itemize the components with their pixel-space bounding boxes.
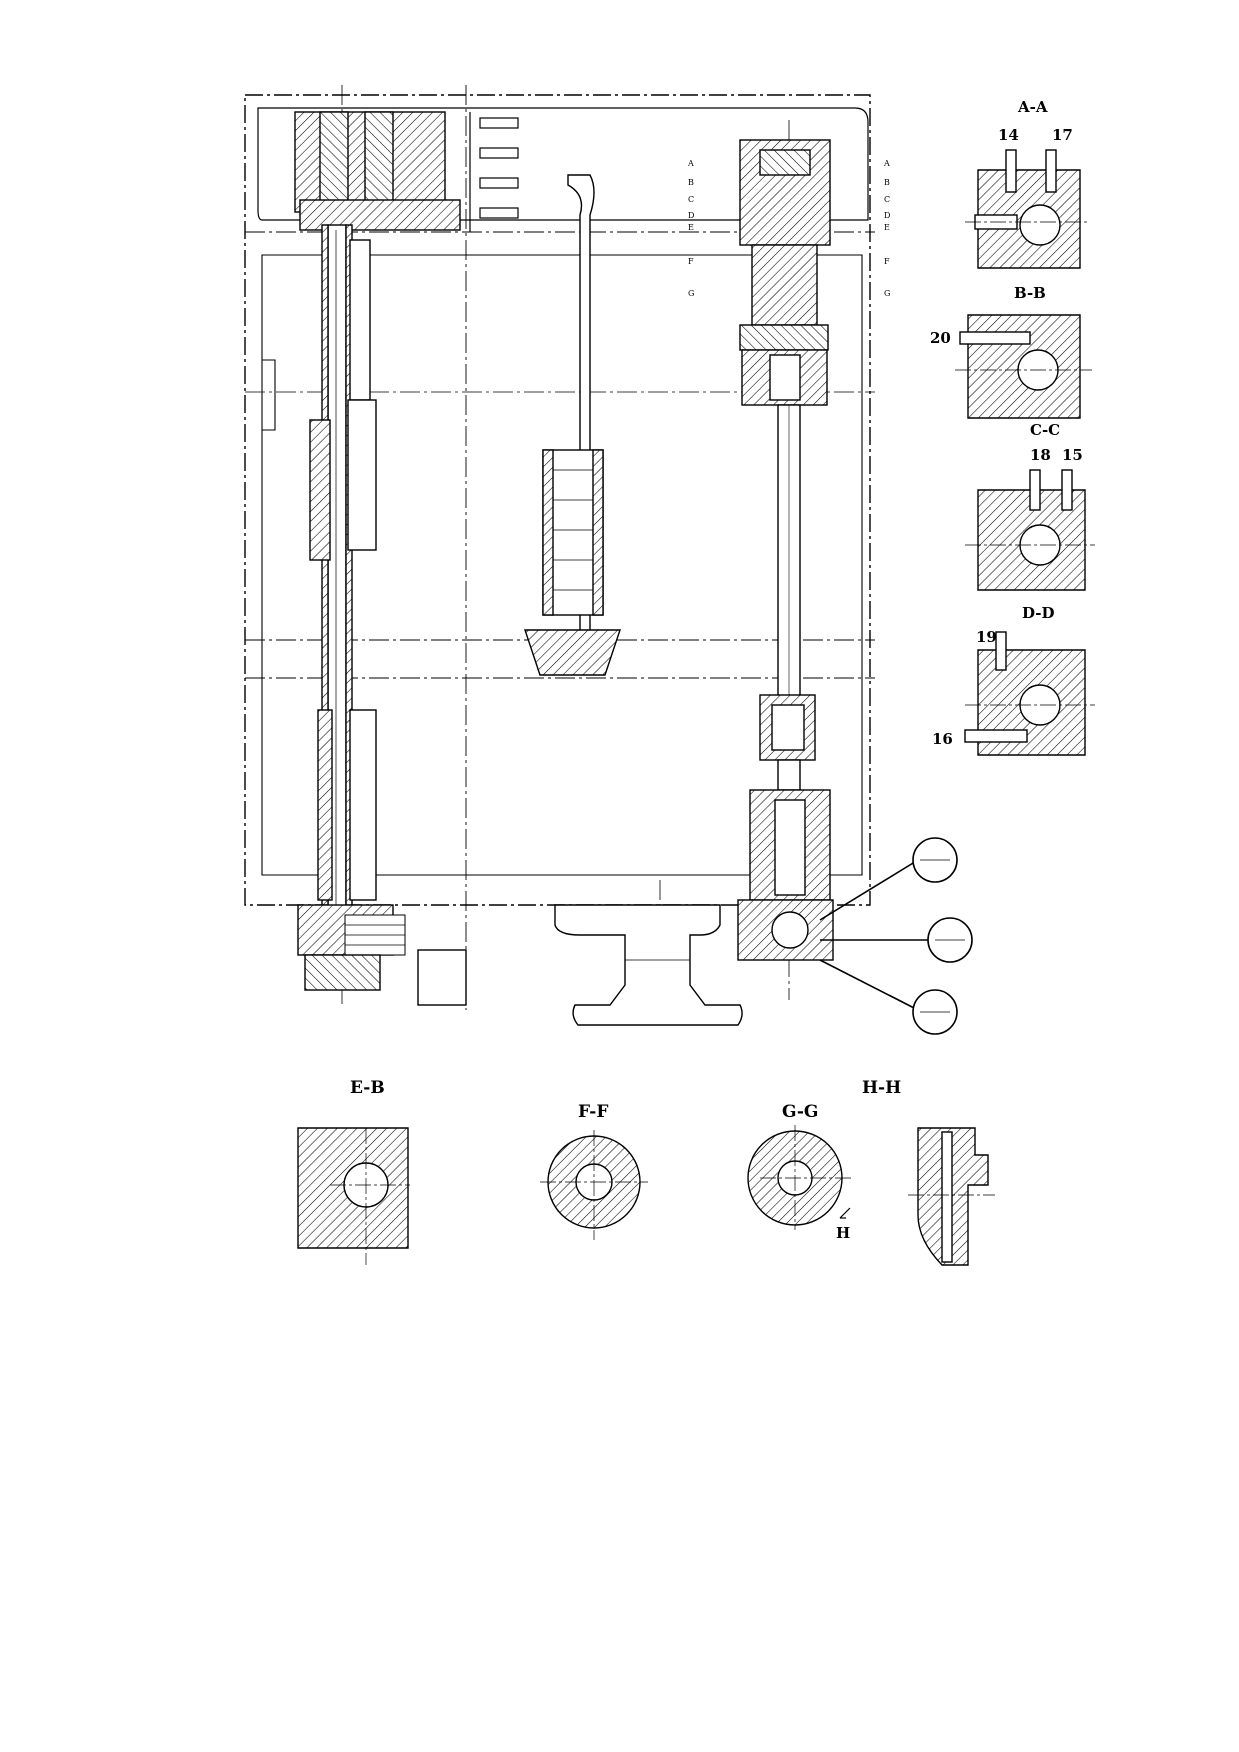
section-aa: A-A 14 17 (965, 98, 1090, 269)
part-number: 14 (998, 126, 1019, 144)
frame-body-notch (262, 359, 276, 431)
section-title: E-B (350, 1078, 385, 1098)
cut-letter-left: D (688, 211, 694, 220)
cut-letter-right: C (884, 195, 890, 204)
part-number: 20 (930, 329, 951, 347)
cut-letter-left: F (688, 257, 694, 266)
centre-cup (524, 629, 621, 676)
frame-outline (244, 94, 871, 906)
handwheel (819, 837, 973, 1035)
section-eb: E-B (297, 1078, 410, 1265)
bolt-row (469, 112, 519, 232)
section-title: F-F (578, 1102, 608, 1122)
cut-letter-right: A (883, 159, 890, 168)
view-arrow (839, 1207, 851, 1219)
section-title: B-B (1014, 284, 1046, 302)
part-number: 18 (1030, 446, 1051, 464)
cut-letter-left: E (688, 223, 694, 232)
cut-letter-right: G (884, 289, 890, 298)
cut-letter-left: A (687, 159, 694, 168)
cut-letter-left: G (688, 289, 694, 298)
main-assembly-view (244, 85, 973, 1035)
cut-letter-right: F (884, 257, 890, 266)
cut-plane-letters-right: A B C D E F G (883, 159, 890, 298)
section-hh (908, 1127, 995, 1266)
cut-letter-right: B (884, 178, 890, 187)
section-ff: F-F (540, 1102, 648, 1240)
section-title: A-A (1017, 98, 1048, 116)
frame-body (261, 254, 863, 876)
section-dd: D-D 19 16 (932, 604, 1095, 756)
part-number: 19 (976, 628, 997, 646)
section-bb: B-B 20 (930, 284, 1092, 419)
part-number: 15 (1062, 446, 1083, 464)
section-title: G-G (782, 1102, 818, 1122)
section-gg: G-G H-H H (747, 1078, 901, 1242)
cut-letter-left: B (688, 178, 694, 187)
section-title: C-C (1030, 421, 1060, 439)
part-number: 16 (932, 730, 953, 748)
base-pedestal (554, 904, 743, 1026)
cut-letter-left: C (688, 195, 694, 204)
view-arrow-letter: H (836, 1224, 850, 1242)
part-number: 17 (1052, 126, 1073, 144)
cut-plane-letters-left: A B C D E F G (687, 159, 694, 298)
section-title: H-H (862, 1078, 901, 1098)
cut-letter-right: E (884, 223, 890, 232)
section-cc: C-C 18 15 (965, 421, 1095, 591)
cut-letter-right: D (884, 211, 890, 220)
section-title: D-D (1022, 604, 1055, 622)
frame-inner-top (257, 107, 869, 221)
